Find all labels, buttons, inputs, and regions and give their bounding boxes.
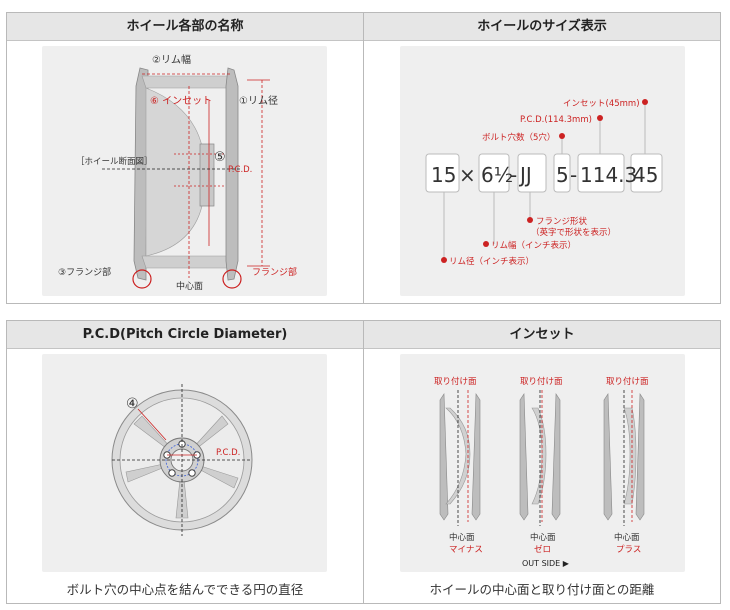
rim-left-wall bbox=[133, 67, 149, 281]
pcd-caption: ボルト穴の中心点を結んでできる円の直径 bbox=[66, 582, 304, 597]
wheel-section-figure: ②リム幅 ⑥ インセット ①リム径 ［ホイール断面図］ ⑤ P.C.D. ③フラ… bbox=[42, 46, 327, 296]
label-rim-width: リム幅（インチ表示） bbox=[491, 240, 576, 251]
size-box-dash2: - bbox=[570, 163, 577, 187]
flange-left-circle bbox=[132, 269, 152, 289]
inset-figure: 取り付け面 取り付け面 取り付け面 中心面 中心面 中心面 マイナス ゼロ プラ… bbox=[400, 354, 685, 572]
rim-barrel bbox=[141, 75, 233, 89]
label-pcd-marker: ④ bbox=[126, 396, 139, 412]
label-center-zero: 中心面 bbox=[530, 532, 556, 543]
label-center-minus: 中心面 bbox=[449, 532, 475, 543]
wheel-cross-section-diagram: ②リム幅 ⑥ インセット ①リム径 ［ホイール断面図］ ⑤ P.C.D. ③フラ… bbox=[58, 53, 297, 292]
disc-body bbox=[145, 87, 203, 257]
panel-title: ホイールのサイズ表示 bbox=[364, 13, 720, 41]
label-center-plane: 中心面 bbox=[176, 280, 203, 292]
size-box-dash1: - bbox=[510, 163, 517, 187]
size-box-times: × bbox=[459, 163, 476, 187]
wheel-zero bbox=[519, 390, 561, 526]
label-pcd: P.C.D. bbox=[216, 448, 240, 458]
label-mount-zero: 取り付け面 bbox=[520, 376, 563, 387]
label-flange-2: （英字で形状を表示） bbox=[531, 227, 616, 238]
label-pcd: P.C.D.(114.3mm) bbox=[520, 115, 592, 125]
label-rim-diameter: ①リム径 bbox=[239, 94, 278, 107]
label-rim-width: ②リム幅 bbox=[152, 53, 191, 66]
pcd-figure: ④ P.C.D. bbox=[42, 354, 327, 572]
inset-caption: ホイールの中心面と取り付け面との距離 bbox=[429, 582, 655, 597]
panel-inset: インセット bbox=[363, 320, 721, 604]
size-figure: 15 × 6½ - JJ 5 - 114.3 45 インセット(45mm) bbox=[400, 46, 685, 296]
panel-title: インセット bbox=[364, 321, 720, 349]
label-inset: ⑥ インセット bbox=[150, 95, 212, 107]
panel-pcd: P.C.D(Pitch Circle Diameter) ④ P.C.D. bbox=[6, 320, 364, 604]
label-bolts: ボルト穴数（5穴） bbox=[482, 132, 555, 143]
label-inset: インセット(45mm) bbox=[563, 99, 640, 109]
panel-wheel-size: ホイールのサイズ表示 15 × 6½ - JJ 5 - 114.3 45 bbox=[363, 12, 721, 304]
size-box-flange: JJ bbox=[518, 163, 532, 187]
hub-face bbox=[199, 143, 215, 207]
panel-wheel-parts: ホイール各部の名称 ②リム幅 ⑥ インセット ①リム径 bbox=[6, 12, 364, 304]
size-box-bolts: 5 bbox=[556, 163, 569, 187]
label-flange-1: フランジ形状 bbox=[536, 216, 588, 227]
label-flange-right: フランジ部 bbox=[252, 266, 297, 278]
size-box-rim-width: 6½ bbox=[481, 163, 513, 187]
label-outside: OUT SIDE ▶ bbox=[522, 559, 570, 568]
size-box-pcd: 114.3 bbox=[580, 163, 637, 187]
panel-title: ホイール各部の名称 bbox=[7, 13, 363, 41]
size-box-inset: 45 bbox=[633, 163, 658, 187]
label-flange-left: ③フランジ部 bbox=[58, 266, 111, 278]
size-box-rim-diameter: 15 bbox=[431, 163, 456, 187]
wheel-minus bbox=[439, 390, 481, 526]
label-type-minus: マイナス bbox=[449, 545, 483, 555]
rim-right-wall bbox=[225, 67, 239, 281]
label-type-zero: ゼロ bbox=[534, 544, 551, 555]
panel-title: P.C.D(Pitch Circle Diameter) bbox=[7, 321, 363, 349]
rim-barrel-lower bbox=[141, 255, 233, 269]
label-pcd-number: ⑤ bbox=[214, 150, 226, 165]
label-pcd: P.C.D. bbox=[228, 165, 252, 175]
label-type-plus: プラス bbox=[616, 545, 641, 555]
label-mount-minus: 取り付け面 bbox=[434, 376, 477, 387]
label-mount-plus: 取り付け面 bbox=[606, 376, 649, 387]
size-notation-diagram: 15 × 6½ - JJ 5 - 114.3 45 インセット(45mm) bbox=[425, 99, 663, 267]
flange-right-circle bbox=[222, 269, 242, 289]
wheel-plus bbox=[603, 390, 645, 526]
pcd-wheel-diagram: ④ P.C.D. bbox=[111, 384, 253, 536]
label-rim-diameter: リム径（インチ表示） bbox=[449, 256, 534, 267]
label-section: ［ホイール断面図］ bbox=[76, 156, 153, 167]
label-center-plus: 中心面 bbox=[614, 532, 640, 543]
inset-types-diagram: 取り付け面 取り付け面 取り付け面 中心面 中心面 中心面 マイナス ゼロ プラ… bbox=[434, 376, 649, 568]
